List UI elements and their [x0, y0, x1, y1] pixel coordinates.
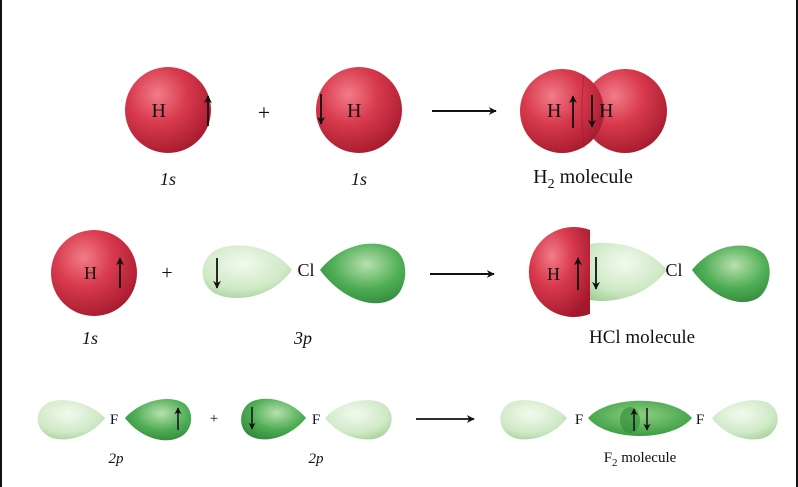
hcl-molecule-label: HCl molecule	[589, 327, 695, 348]
orbital-label-1s: 1s	[351, 169, 367, 189]
cl-3p-orbital	[202, 243, 406, 304]
row-hcl: H 1s + Cl 3p H Cl HCl molecule	[51, 227, 770, 348]
atom-label-h: H	[599, 100, 613, 122]
f-2p-orbital-right	[241, 398, 392, 440]
atom-label-cl: Cl	[297, 260, 314, 280]
row-f2: F 2p + F 2p F F F2 molecule	[37, 398, 778, 469]
orbital-label-1s: 1s	[160, 169, 176, 189]
plus-sign: +	[210, 411, 218, 427]
atom-label-h: H	[547, 100, 561, 122]
row-h2: H 1s + H 1s H H H2 molecule	[125, 67, 667, 192]
atom-label-h: H	[84, 263, 97, 283]
orbital-label-1s: 1s	[82, 328, 98, 348]
f2-molecule-label: F2 molecule	[604, 450, 677, 469]
atom-label-f: F	[312, 412, 320, 428]
hcl-molecule-orbital	[528, 227, 770, 317]
atom-label-cl: Cl	[665, 260, 682, 280]
atom-label-f: F	[575, 412, 583, 428]
plus-sign: +	[161, 262, 172, 284]
h-1s-orbital	[51, 230, 137, 316]
h2-molecule-label: H2 molecule	[533, 166, 633, 192]
atom-label-f: F	[110, 412, 118, 428]
h2-molecule-orbital	[520, 69, 667, 153]
orbital-label-2p: 2p	[309, 451, 325, 467]
atom-label-f: F	[696, 412, 704, 428]
orbital-label-3p: 3p	[293, 328, 312, 348]
atom-label-h: H	[547, 264, 560, 284]
plus-sign: +	[258, 100, 270, 125]
h-1s-orbital-left	[125, 67, 211, 153]
h-1s-orbital-right	[316, 67, 402, 153]
orbital-label-2p: 2p	[109, 451, 125, 467]
atom-label-h: H	[152, 100, 166, 122]
atom-label-h: H	[347, 100, 361, 122]
f2-molecule-orbital	[500, 400, 778, 440]
